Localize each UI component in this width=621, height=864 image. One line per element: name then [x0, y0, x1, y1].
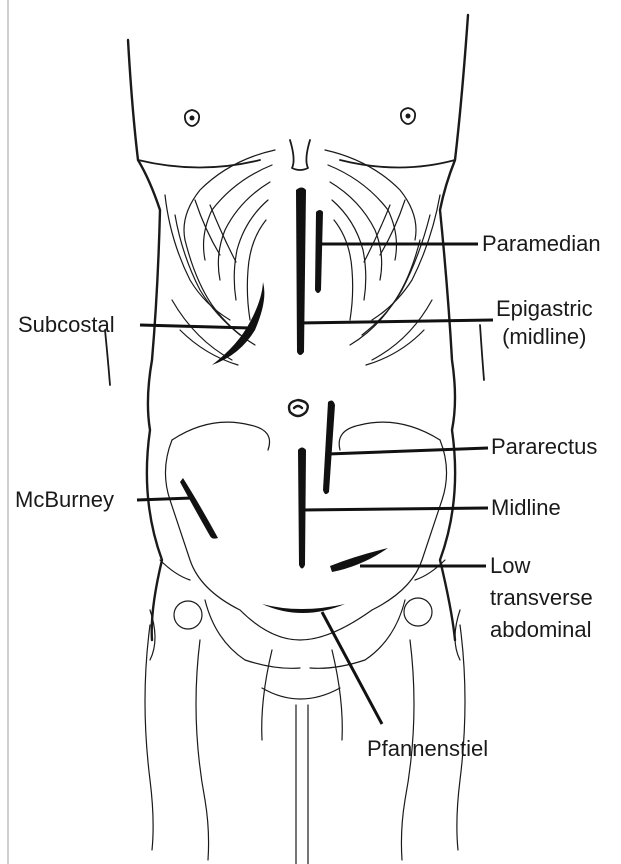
epigastric-leader	[298, 320, 493, 323]
paramedian-incision	[315, 210, 323, 293]
label-subcostal: Subcostal	[18, 312, 115, 338]
right-rib-cage	[325, 150, 440, 365]
mcburney-leader	[137, 498, 192, 500]
xiphoid	[290, 140, 310, 170]
midline-incision	[298, 448, 306, 569]
label-paramedian: Paramedian	[482, 231, 601, 257]
low-transverse-incision	[330, 548, 388, 572]
incisions	[180, 188, 388, 614]
midline-leader	[302, 508, 488, 510]
pararectus-incision	[323, 401, 335, 495]
epigastric-incision	[296, 188, 306, 356]
pfannenstiel-incision	[262, 604, 345, 613]
nipples	[185, 108, 415, 126]
left-rib-cage	[165, 150, 275, 365]
label-low-transverse-line3: abdominal	[490, 617, 593, 643]
umbilicus	[289, 400, 308, 416]
legs	[145, 598, 465, 864]
mcburney-incision	[180, 478, 218, 539]
subcostal-leader	[140, 325, 250, 328]
label-epigastric: Epigastric (midline)	[496, 296, 593, 350]
label-low-transverse: Low transverse abdominal	[490, 553, 593, 643]
pararectus-leader	[328, 448, 488, 454]
label-pfannenstiel: Pfannenstiel	[367, 736, 488, 762]
label-mcburney: McBurney	[15, 487, 114, 513]
label-pararectus: Pararectus	[491, 434, 597, 460]
label-low-transverse-line2: transverse	[490, 585, 593, 611]
label-low-transverse-line1: Low	[490, 553, 593, 579]
leader-lines	[137, 244, 493, 724]
label-epigastric-line2: (midline)	[496, 324, 593, 350]
label-epigastric-line1: Epigastric	[496, 296, 593, 322]
label-midline: Midline	[491, 495, 561, 521]
